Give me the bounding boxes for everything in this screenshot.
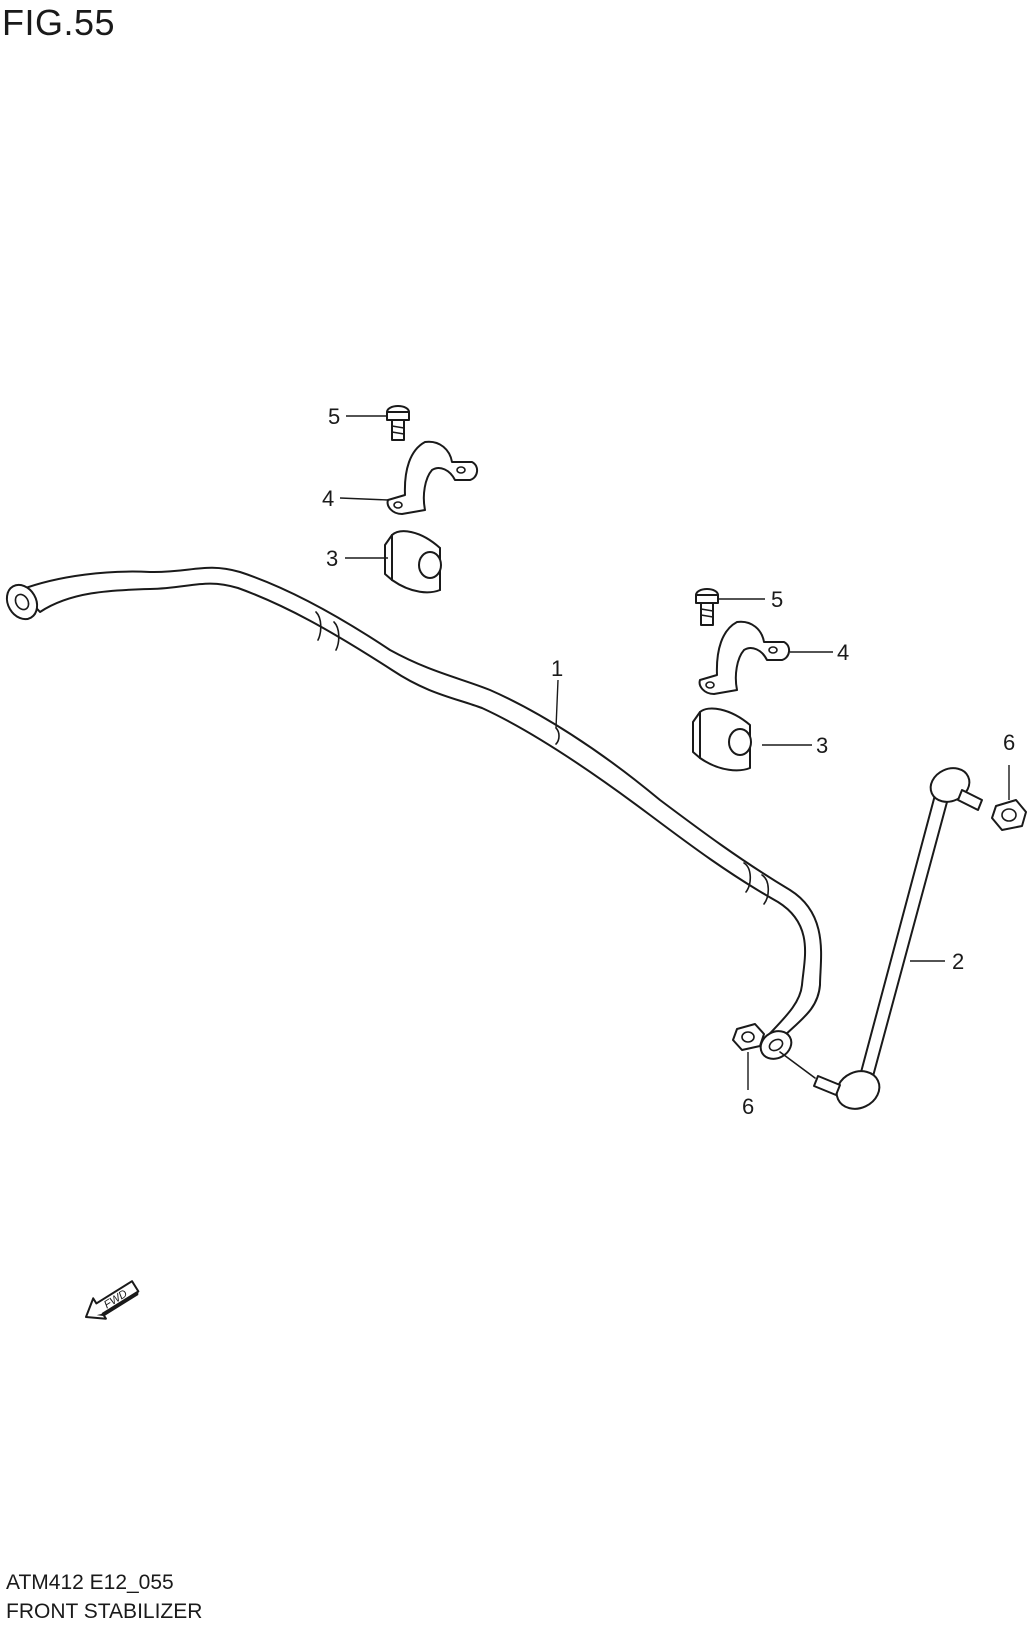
bracket-lower[interactable] (698, 620, 790, 695)
callout-1: 1 (551, 656, 563, 681)
figure-title: FIG.55 (2, 2, 116, 43)
callout-3a: 3 (326, 546, 338, 571)
bushing-upper[interactable] (384, 530, 442, 594)
nut-lower[interactable] (732, 1023, 765, 1051)
bushing-lower[interactable] (692, 707, 752, 772)
figure-name: FRONT STABILIZER (6, 1600, 203, 1623)
nut-right[interactable] (991, 799, 1027, 831)
leader-1 (555, 679, 559, 729)
callout-5a: 5 (328, 404, 340, 429)
callout-2: 2 (952, 949, 964, 974)
bracket-upper[interactable] (386, 440, 478, 515)
stabilizer-bar[interactable] (1, 566, 823, 1064)
fwd-arrow-icon: FWD (85, 1280, 140, 1320)
stabilizer-link[interactable] (779, 762, 983, 1116)
figure-code: ATM412 E12_055 (6, 1571, 174, 1594)
bolt-lower[interactable] (695, 588, 719, 626)
callout-4a: 4 (322, 486, 334, 511)
callout-6b: 6 (742, 1094, 754, 1119)
leader-4a (339, 497, 389, 501)
callout-3b: 3 (816, 733, 828, 758)
callout-5b: 5 (771, 587, 783, 612)
callout-4b: 4 (837, 640, 849, 665)
callout-6a: 6 (1003, 730, 1015, 755)
bolt-upper[interactable] (386, 405, 410, 441)
